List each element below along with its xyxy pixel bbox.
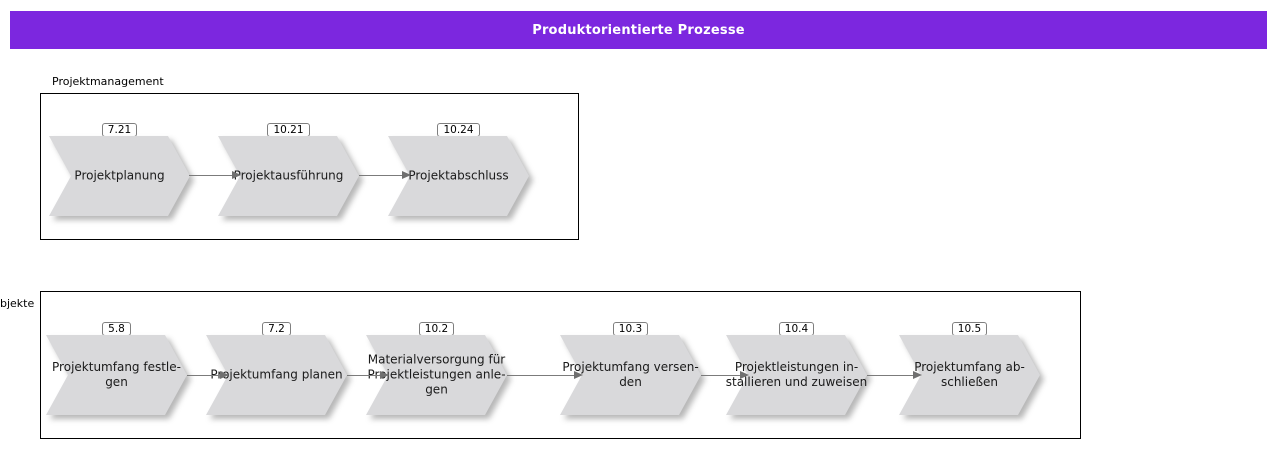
process-node-projektumfang-versenden[interactable]: 10.3 Projektumfang versen- den bbox=[560, 317, 701, 415]
chevron-shape-icon[interactable]: Projektumfang festle- gen bbox=[46, 335, 187, 415]
badge-row: 10.5 bbox=[899, 317, 1040, 336]
arrowhead-icon bbox=[913, 371, 922, 379]
badge-row: 5.8 bbox=[46, 317, 187, 336]
flow-arrow bbox=[507, 371, 583, 380]
flow-arrow bbox=[701, 371, 749, 380]
badge-row: 10.24 bbox=[388, 118, 529, 137]
process-node-projektleistungen-installieren[interactable]: 10.4 Projektleistungen in- stallieren un… bbox=[726, 317, 867, 415]
process-id-badge: 10.2 bbox=[418, 322, 455, 336]
flow-arrow bbox=[347, 371, 389, 380]
diagram-title: Produktorientierte Prozesse bbox=[532, 22, 745, 38]
process-node-projektumfang-festlegen[interactable]: 5.8 Projektumfang festle- gen bbox=[46, 317, 187, 415]
badge-row: 10.2 bbox=[366, 317, 507, 336]
chevron-shape-icon[interactable]: Projektplanung bbox=[49, 136, 190, 216]
group-label-projektmanagement: Projektmanagement bbox=[52, 75, 164, 88]
process-id-badge: 10.3 bbox=[612, 322, 649, 336]
process-node-materialversorgung[interactable]: 10.2 Materialversorgung für Projektleist… bbox=[366, 317, 507, 415]
badge-row: 10.21 bbox=[218, 118, 359, 137]
process-node-projektumfang-planen[interactable]: 7.2 Projektumfang planen bbox=[206, 317, 347, 415]
process-id-badge: 10.24 bbox=[437, 123, 480, 137]
arrowhead-icon bbox=[574, 371, 583, 379]
arrowhead-icon bbox=[740, 371, 749, 379]
arrowhead-icon bbox=[402, 171, 411, 179]
badge-row: 10.4 bbox=[726, 317, 867, 336]
process-id-badge: 10.4 bbox=[778, 322, 815, 336]
chevron-shape-icon[interactable]: Projektausführung bbox=[218, 136, 359, 216]
group-box-objekte bbox=[40, 291, 1081, 439]
flow-arrow bbox=[189, 171, 241, 180]
badge-row: 10.3 bbox=[560, 317, 701, 336]
process-id-badge: 7.2 bbox=[262, 322, 291, 336]
process-node-projektausfuehrung[interactable]: 10.21 Projektausführung bbox=[218, 118, 359, 216]
process-node-projektabschluss[interactable]: 10.24 Projektabschluss bbox=[388, 118, 529, 216]
group-label-objekte: bjekte bbox=[0, 297, 35, 310]
arrowhead-icon bbox=[232, 171, 241, 179]
process-node-projektplanung[interactable]: 7.21 Projektplanung bbox=[49, 118, 190, 216]
process-node-projektumfang-abschliessen[interactable]: 10.5 Projektumfang ab- schließen bbox=[899, 317, 1040, 415]
flow-arrow bbox=[359, 171, 411, 180]
process-id-badge: 7.21 bbox=[101, 123, 138, 137]
title-banner: Produktorientierte Prozesse bbox=[10, 11, 1267, 49]
process-id-badge: 10.21 bbox=[267, 123, 310, 137]
arrowhead-icon bbox=[380, 371, 389, 379]
badge-row: 7.2 bbox=[206, 317, 347, 336]
flow-arrow bbox=[867, 371, 922, 380]
flow-arrow bbox=[187, 371, 229, 380]
badge-row: 7.21 bbox=[49, 118, 190, 137]
process-id-badge: 5.8 bbox=[102, 322, 131, 336]
process-id-badge: 10.5 bbox=[951, 322, 988, 336]
arrowhead-icon bbox=[220, 371, 229, 379]
group-box-projektmanagement bbox=[40, 93, 579, 240]
